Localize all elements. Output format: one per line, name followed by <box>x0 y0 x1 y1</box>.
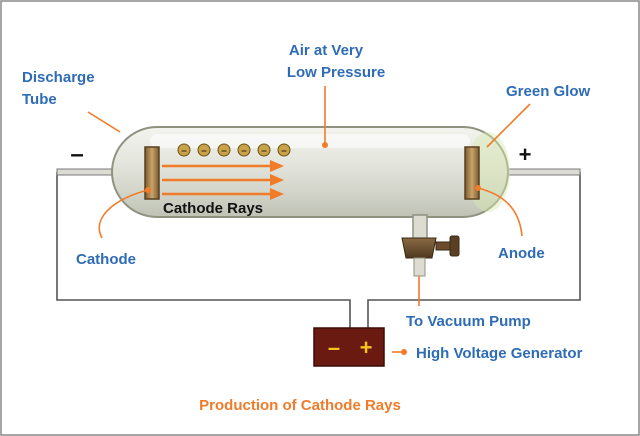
svg-text:–: – <box>241 146 247 157</box>
tube-highlight <box>150 134 470 148</box>
electron-particle: – <box>217 143 231 157</box>
label-anode: Anode <box>498 245 545 262</box>
electron-particle: – <box>277 143 291 157</box>
electron-particle: – <box>257 143 271 157</box>
label-to-vacuum-pump: To Vacuum Pump <box>406 313 531 330</box>
svg-text:–: – <box>221 146 227 157</box>
battery-minus-sign: – <box>328 335 340 360</box>
circuit-wires <box>56 172 581 330</box>
label-discharge-tube-line2: Tube <box>22 91 57 108</box>
left-wire-stub <box>56 168 118 176</box>
battery-plus-sign: + <box>360 335 373 360</box>
ray-arrowhead-1 <box>270 160 284 172</box>
callout-dots <box>145 142 481 355</box>
electron-particle: – <box>197 143 211 157</box>
cathode-electrode <box>144 146 160 200</box>
svg-text:–: – <box>281 146 287 157</box>
ray-arrowhead-2 <box>270 174 284 186</box>
label-cathode: Cathode <box>76 251 136 268</box>
svg-text:–: – <box>261 146 267 157</box>
left-wire <box>56 172 351 330</box>
electron-particle: – <box>237 143 251 157</box>
high-voltage-battery: – + <box>313 327 385 367</box>
tube-plus-sign: + <box>519 142 532 167</box>
callout-discharge-tube <box>87 111 121 133</box>
label-air-line1: Air at Very <box>289 42 364 59</box>
callout-green-glow <box>486 103 531 148</box>
svg-text:–: – <box>181 146 187 157</box>
label-discharge-tube-line1: Discharge <box>22 69 95 86</box>
label-high-voltage-generator: High Voltage Generator <box>416 345 583 362</box>
anode-electrode <box>464 146 480 200</box>
label-green-glow: Green Glow <box>506 83 591 100</box>
right-wire-stub <box>501 168 581 176</box>
right-wire <box>367 172 581 330</box>
ray-arrowhead-3 <box>270 188 284 200</box>
caption: Production of Cathode Rays <box>199 397 401 414</box>
cathode-ray-arrows <box>162 160 284 200</box>
valve <box>401 235 460 277</box>
callout-lines <box>87 86 531 353</box>
electron-particles: – – – – – – <box>177 143 291 157</box>
callout-cathode <box>98 189 149 239</box>
label-cathode-rays: Cathode Rays <box>163 200 263 217</box>
svg-text:–: – <box>201 146 207 157</box>
label-air-line2: Low Pressure <box>287 64 385 81</box>
electron-particle: – <box>177 143 191 157</box>
tube-minus-sign: – <box>70 141 83 168</box>
callout-anode <box>477 187 523 237</box>
